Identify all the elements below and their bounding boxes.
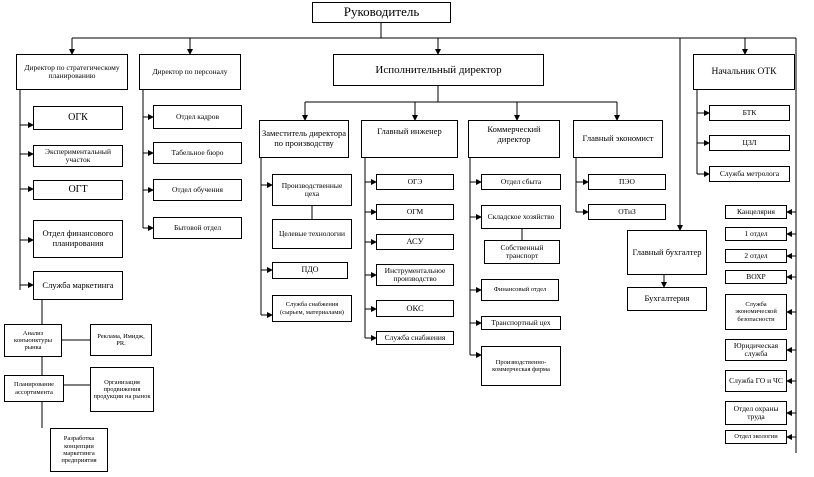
chief-economist: Главный экономист xyxy=(573,120,663,158)
marketing-promotion: Организация продвижения продукции на рын… xyxy=(90,367,154,412)
accounting-department: Бухгалтерия xyxy=(627,287,707,311)
engineer-unit-oks: ОКС xyxy=(376,300,454,317)
production-deputy-director: Заместитель директора по производству xyxy=(259,120,349,158)
commercial-unit-firm: Производственно-коммерческая фирма xyxy=(481,346,561,386)
right-unit-dept-1: 1 отдел xyxy=(725,227,787,241)
right-unit-ecology: Отдел экологии xyxy=(725,430,787,444)
right-unit-go-chs: Служба ГО и ЧС xyxy=(725,370,787,392)
strategic-unit-ogt: ОГТ xyxy=(33,180,123,200)
chief-engineer: Главный инженер xyxy=(361,120,458,158)
right-unit-legal: Юридическая служба xyxy=(725,339,787,361)
engineer-unit-tooling: Инструментальное производство xyxy=(376,264,454,286)
production-unit-pdo: ПДО xyxy=(272,262,348,279)
engineer-unit-supply: Служба снабжения xyxy=(376,331,454,345)
otk-head: Начальник ОТК xyxy=(693,54,795,90)
commercial-unit-finance: Финансовый отдел xyxy=(481,279,559,301)
personnel-unit-hr: Отдел кадров xyxy=(153,105,242,129)
engineer-unit-oge: ОГЭ xyxy=(376,174,454,190)
otk-unit-btk: БТК xyxy=(709,105,790,121)
economist-unit-otiz: ОТиЗ xyxy=(588,204,666,220)
marketing-assortment-planning: Планирование ассортимента xyxy=(4,375,64,402)
economist-unit-peo: ПЭО xyxy=(588,174,666,190)
marketing-concept-development: Разработка концепции маркетинга предприя… xyxy=(50,428,108,472)
executive-director: Исполнительный директор xyxy=(333,54,544,86)
right-unit-labor-safety: Отдел охраны труда xyxy=(725,401,787,425)
commercial-unit-warehouse: Складское хозяйство xyxy=(481,205,561,229)
marketing-advertising: Реклама, Имидж, PR. xyxy=(90,324,152,356)
commercial-unit-transport-shop: Транспортный цех xyxy=(481,316,561,330)
production-unit-workshops: Производственные цеха xyxy=(272,174,352,206)
chief-accountant: Главный бухгалтер xyxy=(627,230,707,275)
strategic-director: Директор по стратегическому планированию xyxy=(16,54,128,90)
production-unit-supply: Служба снабжения (сырьем, материалами) xyxy=(272,295,352,322)
strategic-unit-financial-planning: Отдел финансового планирования xyxy=(33,220,123,258)
strategic-unit-marketing: Служба маркетинга xyxy=(33,271,123,300)
right-unit-dept-2: 2 отдел xyxy=(725,249,787,263)
personnel-unit-timekeeping: Табельное бюро xyxy=(153,142,242,164)
engineer-unit-asu: АСУ xyxy=(376,234,454,250)
production-unit-target-tech: Целевые технологии xyxy=(272,219,352,249)
commercial-unit-sales: Отдел сбыта xyxy=(481,174,561,190)
right-unit-office: Канцелярия xyxy=(725,205,787,219)
strategic-unit-experimental: Экспериментальный участок xyxy=(33,145,123,167)
personnel-unit-training: Отдел обучения xyxy=(153,179,242,201)
root-director: Руководитель xyxy=(312,2,451,23)
engineer-unit-ogm: ОГМ xyxy=(376,204,454,220)
commercial-unit-transport-own: Собственный транспорт xyxy=(484,240,560,264)
personnel-director: Директор по персоналу xyxy=(139,54,241,90)
otk-unit-czl: ЦЗЛ xyxy=(709,135,790,151)
right-unit-vohr: ВОХР xyxy=(725,270,787,284)
marketing-market-analysis: Анализ конъюнктуры рынка xyxy=(4,324,62,357)
otk-unit-metrology: Служба метролога xyxy=(709,166,790,182)
strategic-unit-ogk: ОГК xyxy=(33,106,123,130)
personnel-unit-household: Бытовой отдел xyxy=(153,217,242,239)
commercial-director: Коммерческий директор xyxy=(468,120,560,158)
right-unit-economic-security: Служба экономической безопасности xyxy=(725,294,787,330)
